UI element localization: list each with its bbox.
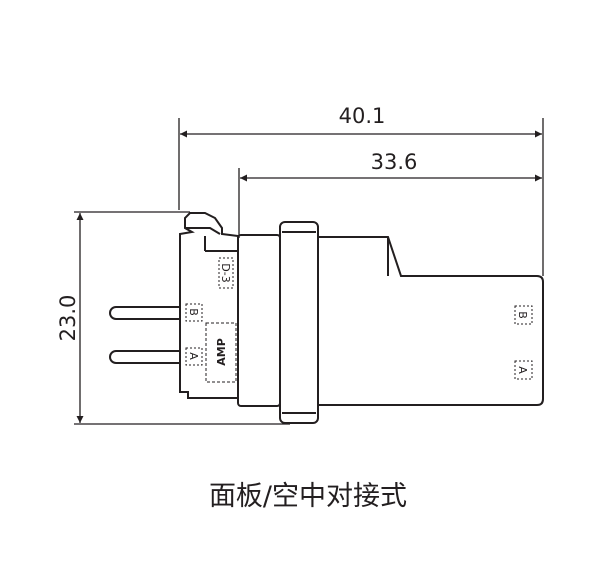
panel-a-tag: A: [187, 352, 200, 360]
flange-ring: [279, 221, 319, 424]
plug-a-tag-box: [514, 360, 533, 380]
body-length-label: 33.6: [371, 150, 418, 174]
overall-length-label: 40.1: [339, 104, 386, 128]
plug-a-tag: A: [516, 366, 529, 374]
plug-b-tag-box: [514, 305, 533, 325]
plug-markings: B A: [514, 305, 533, 380]
dimension-body-length: 33.6: [238, 150, 542, 238]
height-label: 23.0: [56, 295, 80, 342]
dimension-overall-length: 40.1: [178, 104, 544, 276]
amp-brand: AMP: [215, 338, 228, 366]
plug-b-tag: B: [516, 311, 529, 319]
panel-housing-outline: [179, 212, 239, 399]
panel-b-tag: B: [187, 308, 200, 316]
caption: 面板/空中对接式: [209, 481, 407, 512]
pins: [109, 306, 180, 364]
pin-a: [109, 350, 180, 364]
main-body: [237, 234, 281, 407]
panel-b-tag-box: [185, 303, 203, 322]
panel-a-tag-box: [185, 347, 203, 366]
latch-detail: [185, 227, 221, 235]
amp-brand-box: [205, 322, 237, 383]
panel-markings: D-3 B A AMP: [185, 257, 237, 383]
connector-body: [109, 212, 544, 424]
d3-tag-box: [218, 257, 234, 289]
pin-b: [109, 306, 180, 320]
dimension-height: 23.0: [56, 211, 290, 425]
d3-tag: D-3: [219, 263, 232, 282]
plug-body-outline: [318, 236, 544, 406]
